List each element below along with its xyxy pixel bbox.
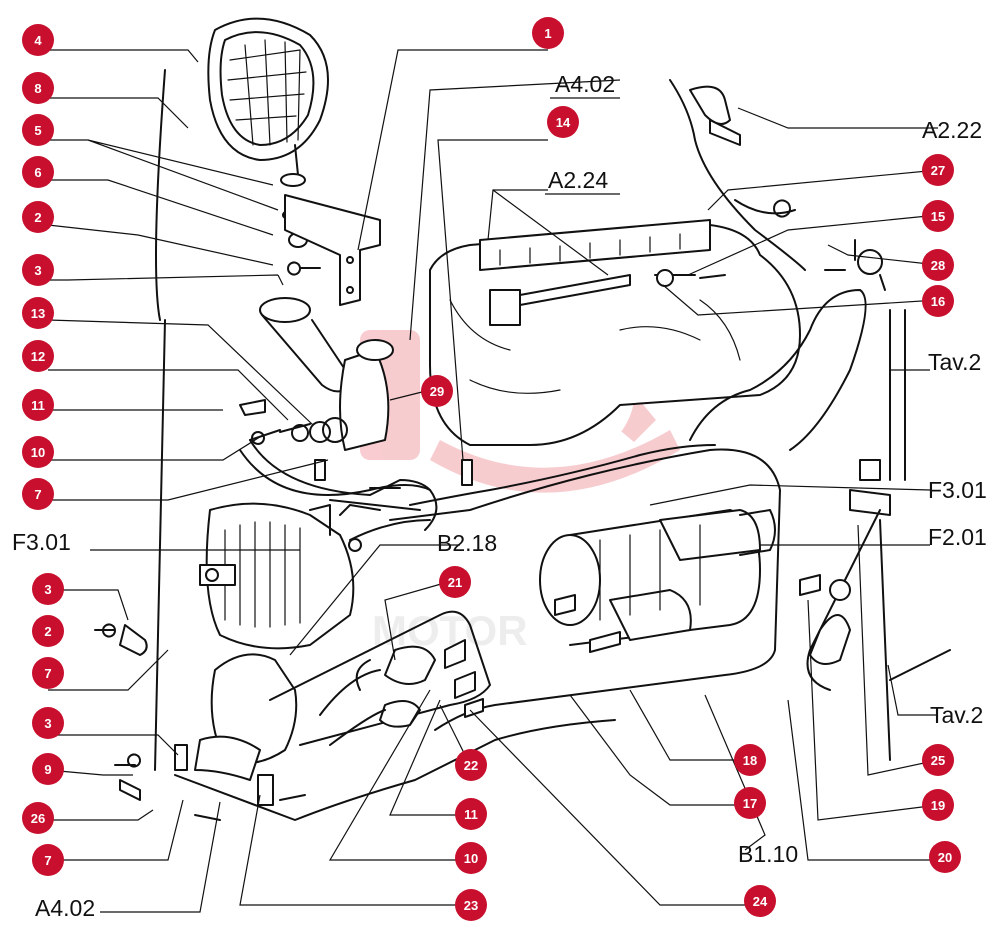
callout-7-bottom: 7 [32,844,64,876]
svg-text:22: 22 [464,758,478,773]
callout-4: 4 [22,24,54,56]
svg-text:29: 29 [430,384,444,399]
clamp-fittings [94,623,306,821]
callout-8: 8 [22,72,54,104]
callout-11-bottom: 11 [455,798,487,830]
callout-20: 20 [929,841,961,873]
callout-11-left: 11 [22,389,54,421]
svg-text:4: 4 [34,33,42,48]
svg-text:7: 7 [34,487,41,502]
ref-a402-top: A4.02 [555,71,615,97]
svg-text:12: 12 [31,349,45,364]
svg-text:23: 23 [464,898,478,913]
callout-10-left: 10 [22,436,54,468]
ref-a224: A2.24 [548,167,608,193]
svg-text:5: 5 [34,123,41,138]
callout-2-top: 2 [22,201,54,233]
svg-text:20: 20 [938,850,952,865]
callout-5: 5 [22,114,54,146]
svg-text:2: 2 [44,624,51,639]
svg-text:18: 18 [743,753,757,768]
svg-text:15: 15 [931,209,945,224]
callout-24: 24 [744,885,776,917]
svg-text:10: 10 [31,445,45,460]
svg-text:7: 7 [44,853,51,868]
svg-text:17: 17 [743,796,757,811]
callout-26: 26 [22,802,54,834]
ref-b110: B1.10 [738,841,798,867]
svg-text:2: 2 [34,210,41,225]
watermark-text: MOTOR [372,607,528,654]
svg-text:25: 25 [931,753,945,768]
callout-13: 13 [22,297,54,329]
work-light [207,17,381,306]
wiring-harness [154,69,867,821]
ref-f201: F2.01 [928,524,987,550]
callout-7-mid: 7 [32,657,64,689]
ref-f301-left: F3.01 [12,529,71,555]
svg-text:3: 3 [44,716,51,731]
intake-pipe [259,297,394,451]
callout-23: 23 [455,889,487,921]
svg-text:24: 24 [753,894,768,909]
ref-a222: A2.22 [922,117,982,143]
callout-15: 15 [922,200,954,232]
ref-tav2-top: Tav.2 [928,349,981,375]
callout-badges: 1 4 8 5 6 2 3 13 12 11 10 7 3 2 7 3 9 26… [22,17,961,921]
ref-f301-right: F3.01 [928,477,987,503]
svg-text:16: 16 [931,294,945,309]
svg-text:1: 1 [544,26,551,41]
water-separator [194,610,491,781]
injection-pump-engine [429,219,801,446]
callout-9: 9 [32,753,64,785]
svg-text:14: 14 [556,115,571,130]
callout-3-bottom: 3 [32,707,64,739]
svg-text:11: 11 [464,807,478,822]
svg-text:19: 19 [931,798,945,813]
svg-text:11: 11 [31,398,45,413]
alternator [199,499,431,650]
callout-21: 21 [439,566,471,598]
callout-28: 28 [922,249,954,281]
callout-10-bottom: 10 [455,842,487,874]
svg-text:28: 28 [931,258,945,273]
callout-7-top: 7 [22,478,54,510]
starter-motor [539,509,776,653]
callout-3-mid: 3 [32,573,64,605]
callout-25: 25 [922,744,954,776]
callout-17: 17 [734,787,766,819]
svg-text:21: 21 [448,575,462,590]
svg-text:13: 13 [31,306,45,321]
callout-27: 27 [922,154,954,186]
right-side-connectors [669,79,951,761]
leader-lines [47,49,939,913]
svg-text:3: 3 [44,582,51,597]
callout-2-mid: 2 [32,615,64,647]
callout-3-top: 3 [22,254,54,286]
svg-text:9: 9 [44,762,51,777]
svg-text:26: 26 [31,811,45,826]
callout-16: 16 [922,285,954,317]
svg-text:7: 7 [44,666,51,681]
svg-text:6: 6 [34,165,41,180]
ref-b218: B2.18 [437,530,497,556]
callout-18: 18 [734,744,766,776]
callout-22: 22 [455,749,487,781]
svg-text:10: 10 [464,851,478,866]
svg-text:27: 27 [931,163,945,178]
reference-labels: A4.02 A2.24 A2.22 Tav.2 F3.01 F2.01 F3.0… [12,71,987,921]
callout-14: 14 [547,106,579,138]
callout-12: 12 [22,340,54,372]
ref-tav2-bottom: Tav.2 [930,702,983,728]
callout-1: 1 [532,17,564,49]
svg-text:8: 8 [34,81,41,96]
callout-29: 29 [421,375,453,407]
callout-19: 19 [922,789,954,821]
svg-text:3: 3 [34,263,41,278]
ref-a402-bottom: A4.02 [35,895,95,921]
callout-6: 6 [22,156,54,188]
